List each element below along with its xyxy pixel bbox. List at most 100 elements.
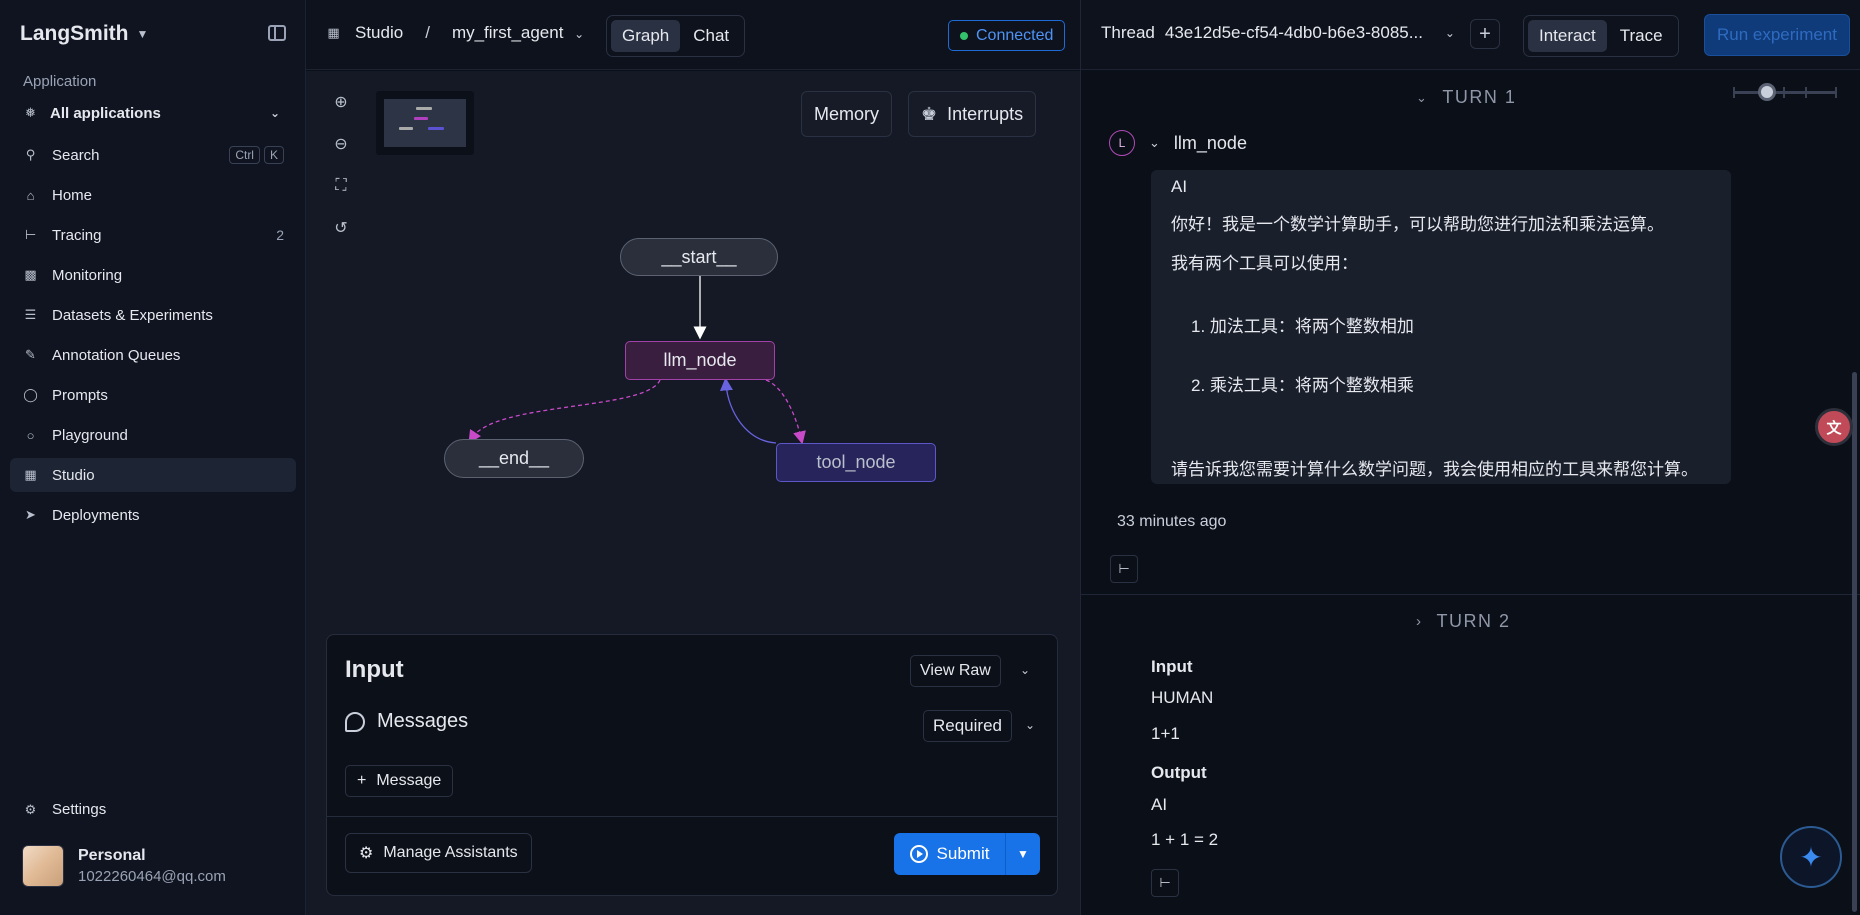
zoom-out-icon[interactable]: ⊖ — [334, 136, 348, 153]
assistant-fab-icon[interactable]: ✦ — [1780, 826, 1842, 888]
sidebar: LangSmith ▼ Application ❅ All applicatio… — [0, 0, 306, 915]
tab-interact[interactable]: Interact — [1528, 20, 1607, 52]
brand-menu[interactable]: LangSmith ▼ — [20, 22, 148, 46]
graph-node-tool[interactable]: tool_node — [776, 443, 936, 482]
ai-message-card: AI 你好！我是一个数学计算助手，可以帮助您进行加法和乘法运算。 我有两个工具可… — [1151, 170, 1731, 484]
sidebar-item-monitoring[interactable]: ▩ Monitoring — [10, 258, 296, 292]
node-run-header[interactable]: L ⌄ llm_node — [1109, 130, 1247, 156]
minimap-node — [416, 107, 432, 110]
memory-button[interactable]: Memory — [801, 91, 893, 137]
kbd-k: K — [263, 146, 284, 164]
tracing-count: 2 — [276, 227, 284, 243]
tracing-icon: ⊢ — [24, 227, 37, 242]
turn-2-header[interactable]: › TURN 2 — [1416, 611, 1511, 632]
new-thread-button[interactable]: + — [1470, 19, 1500, 49]
graph-canvas[interactable]: ⊕ ⊖ ⛶ ↺ Memory ♚ Interrupts __start__ ll… — [306, 71, 1080, 915]
collapse-messages-icon[interactable]: ⌄ — [1025, 718, 1036, 732]
panel-divider[interactable] — [1080, 0, 1081, 915]
input-section-label: Input — [1151, 657, 1193, 676]
sidebar-item-tracing[interactable]: ⊢ Tracing 2 — [10, 218, 296, 252]
studio-icon: ▦ — [24, 467, 37, 482]
sidebar-item-datasets[interactable]: ☰ Datasets & Experiments — [10, 298, 296, 332]
submit-button[interactable]: Submit — [894, 833, 1006, 875]
turn-1-header[interactable]: ⌄ TURN 1 — [1416, 87, 1516, 108]
sidebar-nav: ⚲ Search Ctrl K ⌂ Home ⊢ Tracing 2 ▩ Mon… — [10, 138, 296, 538]
fit-view-icon[interactable]: ⛶ — [335, 177, 347, 194]
sidebar-item-playground[interactable]: ○ Playground — [10, 418, 296, 452]
node-badge: L — [1109, 130, 1135, 156]
ai-message-line: 你好！我是一个数学计算助手，可以帮助您进行加法和乘法运算。 — [1171, 215, 1664, 234]
slider-tick — [1733, 87, 1735, 98]
app-selector-label: All applications — [50, 104, 161, 122]
zoom-in-icon[interactable]: ⊕ — [334, 94, 348, 111]
sidebar-item-label: Studio — [52, 466, 95, 484]
translate-icon[interactable]: 文 — [1815, 408, 1853, 446]
input-panel: Input View Raw ⌄ Messages Required ⌄ + M… — [326, 634, 1058, 896]
sidebar-item-prompts[interactable]: ◯ Prompts — [10, 378, 296, 412]
sidebar-item-deployments[interactable]: ➤ Deployments — [10, 498, 296, 532]
thread-label: Thread — [1101, 23, 1155, 42]
turn-slider[interactable] — [1733, 83, 1837, 101]
edge-tool-llm — [720, 377, 777, 444]
tab-trace[interactable]: Trace — [1619, 26, 1663, 45]
plus-icon: + — [1479, 22, 1491, 45]
sidebar-item-home[interactable]: ⌂ Home — [10, 178, 296, 212]
manage-assistants-button[interactable]: ⚙ Manage Assistants — [345, 833, 532, 873]
home-icon: ⌂ — [26, 187, 35, 203]
slider-knob[interactable] — [1758, 83, 1776, 101]
thread-panel: ⌄ TURN 1 L ⌄ llm_node AI 你好！我是一个数学计算助手，可… — [1081, 71, 1860, 915]
open-trace-icon[interactable]: ⊢ — [1110, 555, 1138, 583]
ai-message-line: 2. 乘法工具：将两个整数相乘 — [1191, 376, 1414, 395]
sidebar-item-studio[interactable]: ▦ Studio — [10, 458, 296, 492]
chevron-down-icon: ⌄ — [574, 27, 585, 41]
submit-options-icon[interactable]: ▼ — [1017, 847, 1029, 861]
scrollbar[interactable] — [1852, 372, 1857, 912]
sidebar-item-search[interactable]: ⚲ Search Ctrl K — [10, 138, 296, 172]
add-message-label: Message — [376, 772, 442, 789]
user-menu[interactable]: Personal 1022260464@qq.com — [22, 845, 226, 887]
manage-assistants-label: Manage Assistants — [383, 844, 518, 861]
search-icon: ⚲ — [25, 147, 36, 162]
node-name: llm_node — [1173, 132, 1247, 153]
graph-node-end[interactable]: __end__ — [444, 439, 584, 478]
bug-icon: ♚ — [921, 103, 938, 124]
timestamp: 33 minutes ago — [1117, 513, 1227, 530]
add-message-button[interactable]: + Message — [345, 765, 454, 797]
sidebar-item-label: Search — [52, 146, 100, 164]
tab-graph[interactable]: Graph — [611, 20, 681, 52]
tab-chat[interactable]: Chat — [693, 26, 730, 45]
sidebar-item-label: Home — [52, 186, 93, 204]
agent-selector[interactable]: my_first_agent ⌄ — [452, 23, 584, 43]
app-selector[interactable]: ❅ All applications ⌄ — [10, 96, 294, 130]
section-label: Application — [23, 73, 97, 90]
graph-node-llm[interactable]: llm_node — [625, 341, 775, 380]
breadcrumb-studio[interactable]: Studio — [355, 23, 404, 42]
thread-selector[interactable]: Thread 43e12d5e-cf54-4db0-b6e3-8085... ⌄ — [1101, 23, 1455, 43]
sidebar-item-settings[interactable]: ⚙ Settings — [23, 801, 107, 818]
submit-button-group: Submit ▼ — [894, 833, 1040, 875]
reset-icon[interactable]: ↺ — [334, 220, 348, 237]
messages-field: Messages — [345, 710, 468, 733]
chevron-down-icon[interactable]: ⌄ — [1020, 663, 1031, 677]
graph-node-start[interactable]: __start__ — [620, 238, 778, 276]
agent-name: my_first_agent — [451, 23, 564, 42]
playground-icon: ○ — [26, 427, 35, 443]
sidebar-item-annotation-queues[interactable]: ✎ Annotation Queues — [10, 338, 296, 372]
ai-message-line: 请告诉我您需要计算什么数学问题，我会使用相应的工具来帮您计算。 — [1171, 460, 1698, 479]
rocket-icon: ➤ — [25, 507, 36, 522]
view-raw-button[interactable]: View Raw — [910, 655, 1001, 687]
app-icon: ❅ — [25, 105, 36, 120]
monitoring-icon: ▩ — [24, 267, 37, 282]
submit-label: Submit — [936, 844, 990, 863]
settings-label: Settings — [52, 801, 107, 818]
edge-llm-end — [468, 379, 661, 444]
graph-edges — [468, 274, 806, 445]
interrupts-button[interactable]: ♚ Interrupts — [908, 91, 1037, 137]
top-bar: ▦ Studio / my_first_agent ⌄ Graph Chat C… — [306, 0, 1860, 70]
sidebar-toggle-icon[interactable] — [268, 25, 286, 41]
minimap-node — [414, 117, 428, 120]
output-message: 1 + 1 = 2 — [1151, 830, 1219, 849]
run-experiment-button[interactable]: Run experiment — [1704, 14, 1850, 56]
minimap[interactable] — [376, 91, 474, 155]
open-trace-icon[interactable]: ⊢ — [1151, 869, 1179, 897]
